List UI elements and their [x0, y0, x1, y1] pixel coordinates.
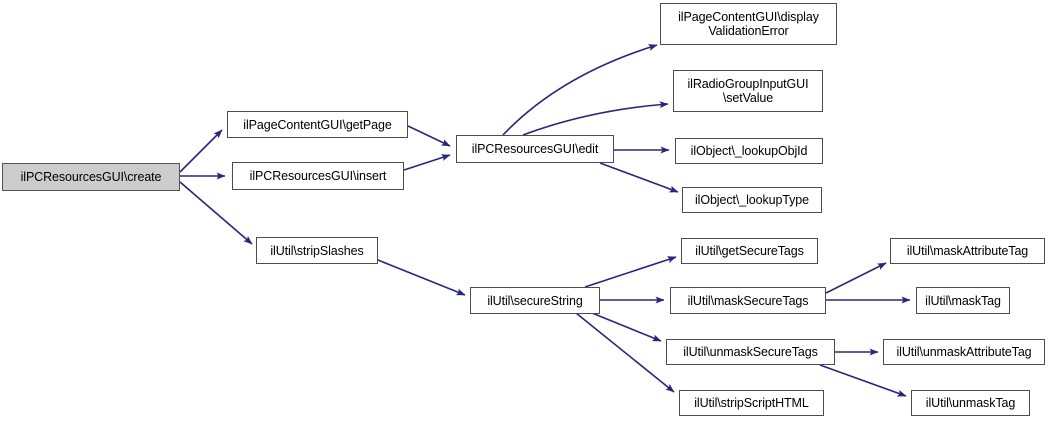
graph-node-edit[interactable]: ilPCResourcesGUI\edit [456, 135, 614, 163]
call-edge-create-to-getPage [179, 129, 223, 173]
graph-node-getPage[interactable]: ilPageContentGUI\getPage [227, 111, 408, 138]
graph-node-insert[interactable]: ilPCResourcesGUI\insert [232, 162, 404, 190]
call-edge-edit-to-setValue [522, 101, 669, 136]
graph-node-stripSlashes[interactable]: ilUtil\stripSlashes [256, 237, 378, 264]
graph-node-setValue[interactable]: ilRadioGroupInputGUI \setValue [673, 70, 823, 112]
call-edge-getPage-to-edit [407, 125, 451, 147]
graph-node-lookupObjId[interactable]: ilObject\_lookupObjId [675, 138, 823, 164]
call-edge-insert-to-edit [403, 154, 451, 171]
graph-node-unmaskSecureTags[interactable]: ilUtil\unmaskSecureTags [666, 339, 835, 365]
call-edge-edit-to-displayValidationError [502, 44, 658, 136]
graph-node-getSecureTags[interactable]: ilUtil\getSecureTags [681, 238, 818, 264]
graph-node-unmaskAttributeTag[interactable]: ilUtil\unmaskAttributeTag [883, 339, 1045, 365]
graph-node-lookupType[interactable]: ilObject\_lookupType [682, 187, 822, 213]
graph-node-maskSecureTags[interactable]: ilUtil\maskSecureTags [670, 287, 826, 314]
graph-node-maskAttributeTag[interactable]: ilUtil\maskAttributeTag [890, 238, 1045, 264]
call-edge-create-to-stripSlashes [179, 181, 253, 245]
call-edge-unmaskSecureTags-to-unmaskTag [819, 364, 907, 397]
call-edge-secureString-to-unmaskSecureTags [591, 312, 662, 342]
graph-node-create[interactable]: ilPCResourcesGUI\create [2, 163, 180, 191]
call-edge-stripSlashes-to-secureString [377, 259, 466, 296]
graph-node-unmaskTag[interactable]: ilUtil\unmaskTag [911, 390, 1030, 416]
graph-node-maskTag[interactable]: ilUtil\maskTag [916, 287, 1010, 314]
call-edge-secureString-to-getSecureTags [584, 256, 677, 288]
call-edge-edit-to-lookupType [599, 162, 679, 193]
graph-node-displayValidationError[interactable]: ilPageContentGUI\display ValidationError [660, 3, 837, 45]
graph-node-stripScriptHTML[interactable]: ilUtil\stripScriptHTML [679, 390, 824, 416]
call-edge-maskSecureTags-to-maskAttributeTag [825, 262, 887, 294]
call-edge-secureString-to-stripScriptHTML [575, 312, 675, 393]
graph-node-secureString[interactable]: ilUtil\secureString [470, 287, 600, 314]
